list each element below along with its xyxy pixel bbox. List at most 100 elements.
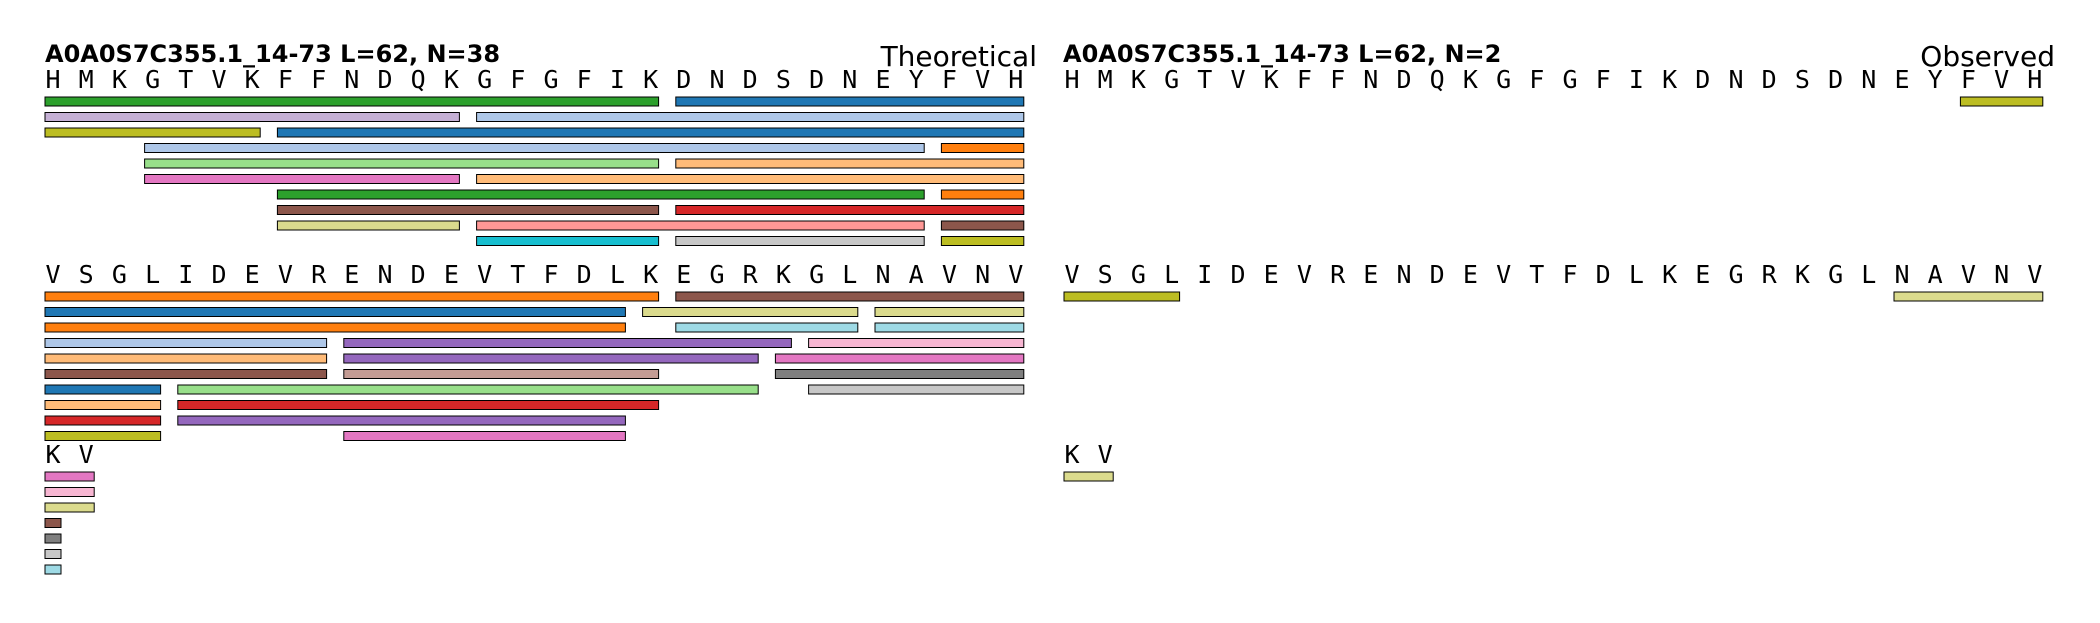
residue-letter: G (1562, 65, 1577, 94)
residue-letter: D (577, 260, 592, 289)
residue-letter: V (1297, 260, 1312, 289)
peptide-bar (940, 220, 1025, 231)
residue-letter: V (477, 260, 492, 289)
residue-letter: T (178, 65, 193, 94)
residue-letter: E (1264, 260, 1279, 289)
observed-panel-title: A0A0S7C355.1_14-73 L=62, N=2 (1063, 40, 1501, 68)
peptide-bar (276, 127, 1025, 138)
residue-letter: T (510, 260, 525, 289)
peptide-bar (343, 338, 792, 348)
residue-letter: S (1098, 260, 1113, 289)
residue-letter: D (1695, 65, 1710, 94)
residue-letter: N (1861, 65, 1876, 94)
residue-letter: D (1828, 65, 1843, 94)
residue-letter: E (1894, 65, 1909, 94)
residue-letter: H (2027, 65, 2042, 94)
peptide-bar (177, 384, 759, 395)
residue-letter: A (1928, 260, 1943, 289)
residue-letter: G (112, 260, 127, 289)
peptide-bar (675, 205, 1025, 215)
residue-letter: F (311, 65, 326, 94)
residue-letter: M (79, 65, 94, 94)
residue-letter: G (543, 65, 558, 94)
residue-letter: S (79, 260, 94, 289)
residue-letter: R (1330, 260, 1346, 289)
peptide-bar (675, 158, 1025, 169)
peptide-bar (44, 471, 95, 482)
peptide-bar (44, 96, 660, 107)
residue-letter: F (1961, 65, 1976, 94)
peptide-bar (808, 338, 1025, 348)
peptide-bar (144, 158, 660, 169)
residue-letter: D (1430, 260, 1445, 289)
peptide-bar (675, 291, 1025, 302)
residue-letter: K (1463, 65, 1478, 94)
residue-letter: Y (909, 65, 924, 94)
peptide-bar (44, 369, 328, 379)
residue-letter: G (709, 260, 724, 289)
residue-letter: F (577, 65, 592, 94)
peptide-bar (276, 205, 660, 215)
residue-letter: N (1728, 65, 1743, 94)
residue-letter: H (45, 65, 60, 94)
residue-letter: D (377, 65, 392, 94)
residue-letter: E (245, 260, 260, 289)
peptide-bar (44, 291, 660, 302)
peptide-bar (675, 236, 925, 246)
peptide-bar (44, 384, 162, 395)
residue-letter: K (45, 440, 60, 469)
residue-letter: L (1629, 260, 1644, 289)
residue-letter: F (942, 65, 957, 94)
residue-letter: T (1529, 260, 1544, 289)
residue-letter: N (875, 260, 890, 289)
residue-letter: N (377, 260, 392, 289)
residue-letter: K (1131, 65, 1146, 94)
residue-letter: D (1230, 260, 1245, 289)
residue-letter: E (1363, 260, 1378, 289)
residue-letter: D (809, 65, 824, 94)
observed-label: Observed (1920, 40, 2055, 73)
residue-letter: N (842, 65, 857, 94)
peptide-bar (874, 322, 1025, 333)
residue-letter: Q (411, 65, 426, 94)
residue-letter: V (942, 260, 957, 289)
residue-letter: D (1596, 260, 1611, 289)
residue-letter: G (1728, 260, 1743, 289)
residue-letter: N (1363, 65, 1378, 94)
residue-letter: L (145, 260, 160, 289)
peptide-bar (343, 431, 626, 441)
peptide-bar (940, 189, 1025, 200)
peptide-bar (1063, 291, 1181, 302)
residue-letter: E (1695, 260, 1710, 289)
residue-letter: K (112, 65, 127, 94)
residue-letter: G (1496, 65, 1511, 94)
residue-letter: N (975, 260, 990, 289)
residue-letter: D (676, 65, 691, 94)
residue-letter: V (1008, 260, 1023, 289)
residue-letter: S (776, 65, 791, 94)
residue-letter: F (278, 65, 293, 94)
residue-letter: N (709, 65, 724, 94)
peptide-bar (1063, 471, 1114, 482)
residue-letter: F (543, 260, 558, 289)
residue-letter: G (1828, 260, 1843, 289)
residue-letter: K (1662, 260, 1677, 289)
residue-letter: G (145, 65, 160, 94)
residue-letter: L (1861, 260, 1876, 289)
residue-letter: D (1396, 65, 1411, 94)
peptide-bar (276, 220, 460, 231)
residue-letter: V (79, 440, 94, 469)
residue-letter: K (776, 260, 791, 289)
residue-letter: V (1496, 260, 1511, 289)
peptide-bar (177, 400, 660, 410)
residue-letter: V (2027, 260, 2042, 289)
peptide-bar (144, 174, 460, 184)
peptide-bar (1959, 96, 2044, 107)
peptide-bar (675, 96, 1025, 107)
residue-letter: F (1330, 65, 1345, 94)
residue-letter: F (1529, 65, 1544, 94)
peptide-bar (44, 353, 328, 364)
residue-letter: K (643, 260, 658, 289)
peptide-bar (44, 564, 62, 575)
